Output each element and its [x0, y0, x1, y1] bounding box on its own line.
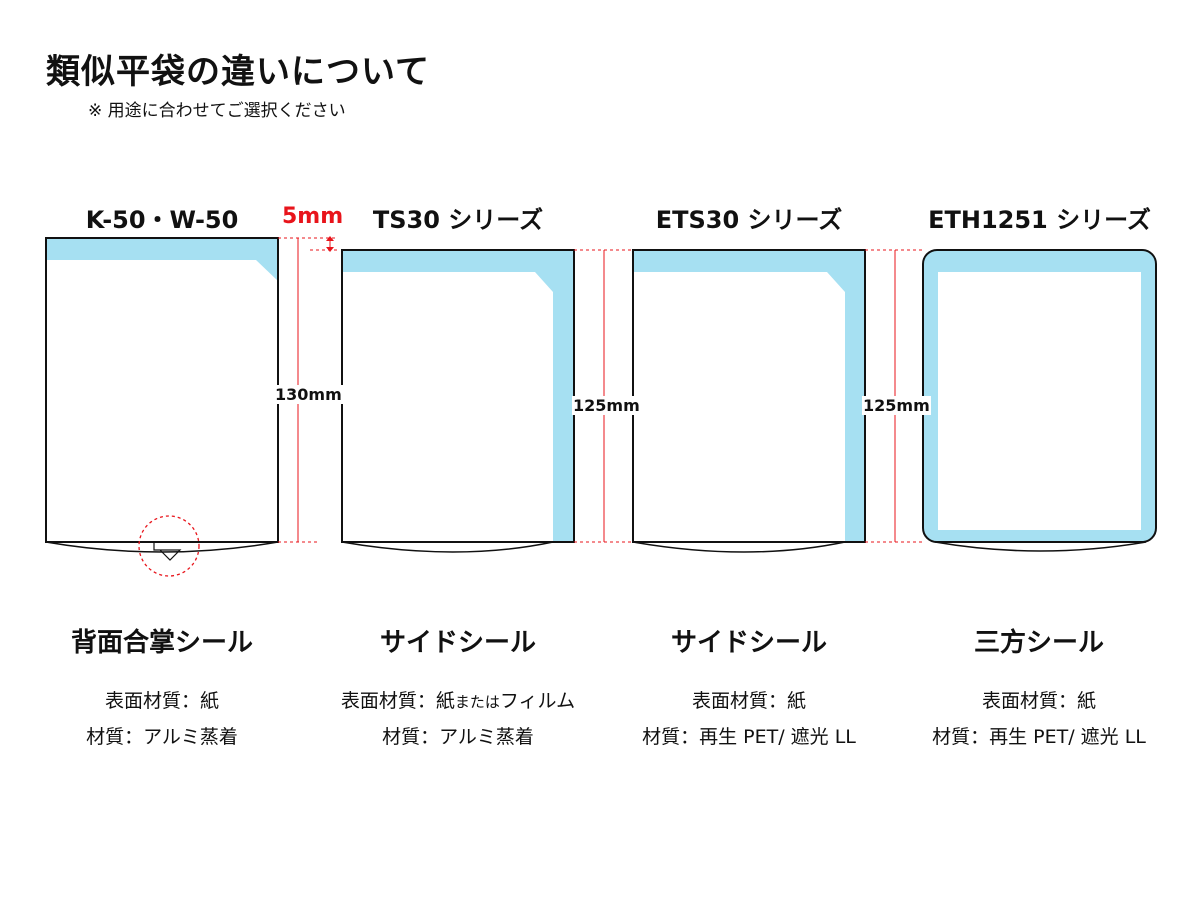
bag-ts30-surface-material: 表面材質：紙またはフィルム [318, 686, 598, 713]
bag-eth1251-drawing [922, 249, 1157, 552]
bag-ts30-surface-film: フィルム [499, 690, 576, 712]
bag-k50-material: 材質：アルミ蒸着 [86, 726, 238, 748]
bag-eth1251-material: 材質：再生 PET/ 遮光 LL [932, 726, 1146, 748]
bag-ets30-name: ETS30 シリーズ [655, 206, 843, 234]
bag-k50-detail-circle [138, 515, 200, 577]
bag-k50-name: K-50・W-50 [85, 206, 239, 234]
bag-k50-drawing [45, 237, 279, 577]
page-note: ※ 用途に合わせてご選択ください [88, 101, 346, 121]
bag-ts30-name: TS30 シリーズ [372, 206, 544, 234]
dimension-130mm-label: 130mm [274, 385, 343, 404]
bag-ts30-seal-band [342, 250, 574, 542]
bag-ts30-material: 材質：アルミ蒸着 [382, 726, 534, 748]
bag-k50-surface-material: 表面材質：紙 [104, 690, 219, 712]
dimension-5mm-label: 5mm [282, 204, 344, 229]
bag-ts30-seal-type: サイドシール [379, 628, 536, 658]
bag-k50-seal-band [46, 238, 278, 281]
bag-ets30-material: 材質：再生 PET/ 遮光 LL [642, 726, 856, 748]
dimension-125mm-label-ts30: 125mm [572, 396, 641, 415]
page-title: 類似平袋の違いについて [46, 52, 430, 92]
bag-k50-outline [45, 237, 279, 543]
bag-k50-center-seal-flap [153, 542, 182, 561]
bag-eth1251-name: ETH1251 シリーズ [928, 206, 1151, 234]
bag-eth1251-seal-type: 三方シール [973, 628, 1104, 658]
bag-ets30-seal-band [633, 250, 865, 542]
dimension-125mm-label-ets30: 125mm [862, 396, 931, 415]
bag-ets30-seal-type: サイドシール [670, 628, 827, 658]
bag-ts30-surface-label: 表面材質：紙 [340, 690, 455, 712]
bag-ets30-drawing [632, 249, 866, 553]
bag-ets30-surface-material: 表面材質：紙 [691, 690, 806, 712]
bag-ts30-drawing [341, 249, 575, 553]
bag-ts30-surface-or: または [454, 693, 500, 711]
bag-eth1251-surface-material: 表面材質：紙 [981, 690, 1096, 712]
bag-k50-seal-type: 背面合掌シール [70, 628, 253, 658]
